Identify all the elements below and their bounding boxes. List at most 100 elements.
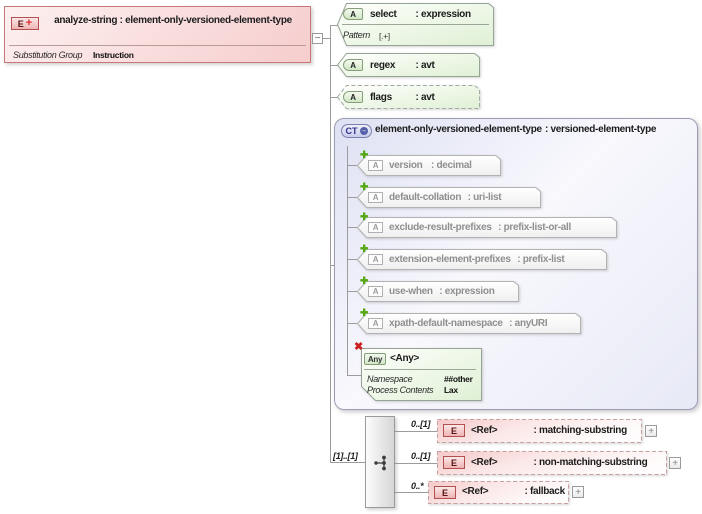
inherited-attribute-exclude-result-prefixes[interactable]: ✚ A exclude-result-prefixes : prefix-lis… (357, 212, 617, 238)
connector-line (330, 25, 338, 26)
child-cardinality: 0..* (411, 481, 424, 491)
attribute-icon-letter: A (372, 287, 379, 296)
element-icon-letter: E (450, 425, 457, 436)
expand-icon: + (575, 486, 581, 498)
attribute-type: : anyURI (509, 318, 548, 329)
complex-type-title: element-only-versioned-element-type : ve… (375, 124, 656, 136)
complex-type-name: element-only-versioned-element-type (375, 124, 542, 135)
sequence-icon (374, 455, 386, 471)
connector-line (330, 65, 338, 66)
any-element-box[interactable]: ✖ Any <Any> Namespace ##other Process Co… (354, 341, 482, 401)
attribute-icon: A (368, 192, 383, 203)
any-icon: Any (364, 353, 386, 365)
attribute-flags-box[interactable]: A flags : avt (337, 85, 480, 109)
separator (364, 369, 476, 370)
attribute-regex-box[interactable]: A regex : avt (337, 53, 480, 77)
attribute-icon-letter: A (372, 161, 379, 170)
root-element-title: analyze-string : element-only-versioned-… (54, 15, 292, 26)
attribute-icon-letter: A (372, 193, 379, 202)
inherited-attribute-xpath-default-namespace[interactable]: ✚ A xpath-default-namespace : anyURI (357, 308, 581, 334)
connector-line (395, 431, 438, 432)
pattern-facet-label: Pattern (343, 30, 370, 40)
attribute-name: use-when (389, 286, 433, 297)
attribute-name: xpath-default-namespace (389, 318, 503, 329)
child-cardinality: 0..[1] (411, 419, 431, 429)
inherited-plus-icon: ✚ (360, 182, 369, 193)
connector-line (330, 462, 366, 463)
child-cardinality: 0..[1] (411, 451, 431, 461)
attribute-type: : decimal (430, 160, 472, 171)
connector-line (347, 146, 348, 375)
inherited-plus-icon: ✚ (360, 150, 369, 161)
element-ref-matching-substring[interactable]: E <Ref> : matching-substring (437, 419, 642, 443)
attribute-type: : prefix-list-or-all (498, 222, 571, 233)
collapse-icon: − (314, 33, 321, 44)
attribute-name: version (389, 160, 423, 171)
attribute-select-box[interactable]: A select : expression Pattern [.+] (337, 3, 494, 46)
expand-button-fallback[interactable]: + (572, 486, 584, 498)
attribute-icon-letter: A (350, 92, 356, 102)
connector-line (347, 291, 357, 292)
element-ref-fallback[interactable]: E <Ref> : fallback (428, 481, 569, 504)
ref-label: <Ref> (471, 425, 498, 436)
attribute-name: exclude-result-prefixes (389, 222, 492, 233)
element-analyze-string-box[interactable]: E + analyze-string : element-only-versio… (4, 6, 311, 63)
namespace-value: ##other (444, 374, 473, 384)
process-contents-label: Process Contents (367, 385, 434, 395)
attribute-type: : prefix-list (517, 254, 565, 265)
pattern-facet-value: [.+] (379, 31, 390, 41)
attribute-icon: A (343, 91, 363, 103)
expand-button-non-matching-substring[interactable]: + (669, 457, 681, 469)
ref-type: : fallback (524, 486, 565, 497)
connector-line (347, 375, 361, 376)
attribute-icon-letter: A (372, 223, 379, 232)
attribute-name: flags (370, 92, 392, 103)
ct-arrow-icon: → (359, 127, 368, 135)
element-icon: E + (11, 17, 39, 30)
substitution-group-value: Instruction (93, 50, 134, 60)
attribute-name: extension-element-prefixes (389, 254, 511, 265)
attribute-icon: A (368, 254, 383, 265)
element-icon-letter: E (17, 18, 24, 29)
connector-line (347, 259, 357, 260)
element-icon: E (443, 456, 465, 469)
attribute-type: : expression (439, 286, 495, 297)
sequence-compositor[interactable] (365, 416, 395, 508)
complex-type-box[interactable]: CT → element-only-versioned-element-type… (334, 118, 698, 410)
expand-button-matching-substring[interactable]: + (645, 425, 657, 437)
attribute-type: : avt (415, 92, 435, 103)
attribute-name: select (370, 9, 397, 20)
sequence-cardinality: [1]..[1] (333, 451, 358, 461)
element-ref-non-matching-substring[interactable]: E <Ref> : non-matching-substring (437, 451, 667, 475)
separator (342, 24, 489, 25)
process-contents-value: Lax (444, 385, 458, 395)
connector-line (330, 25, 331, 463)
connector-line (347, 165, 357, 166)
inherited-attribute-use-when[interactable]: ✚ A use-when : expression (357, 276, 519, 302)
inherited-plus-icon: ✚ (360, 244, 369, 255)
inherited-attribute-extension-element-prefixes[interactable]: ✚ A extension-element-prefixes : prefix-… (357, 244, 607, 270)
connector-line (347, 197, 357, 198)
attribute-type: : avt (415, 60, 435, 71)
complex-type-icon: CT → (341, 124, 372, 138)
connector-line (323, 38, 331, 39)
attribute-icon-letter: A (372, 255, 379, 264)
element-plus-glyph: + (25, 17, 33, 29)
attribute-icon: A (368, 160, 383, 171)
inherited-plus-icon: ✚ (360, 308, 369, 319)
collapse-toggle[interactable]: − (312, 33, 323, 44)
connector-line (395, 492, 429, 493)
attribute-icon-letter: A (372, 319, 379, 328)
connector-line (395, 463, 438, 464)
attribute-icon-letter: A (350, 9, 356, 19)
connector-line (347, 323, 357, 324)
inherited-plus-icon: ✚ (360, 276, 369, 287)
separator (9, 45, 306, 46)
attribute-type: : uri-list (467, 192, 502, 203)
inherited-attribute-version[interactable]: ✚ A version : decimal (357, 150, 501, 176)
any-element-label: <Any> (390, 353, 420, 364)
attribute-icon: A (368, 286, 383, 297)
expand-icon: + (648, 425, 654, 437)
inherited-attribute-default-collation[interactable]: ✚ A default-collation : uri-list (357, 182, 541, 208)
element-icon-letter: E (441, 487, 448, 498)
